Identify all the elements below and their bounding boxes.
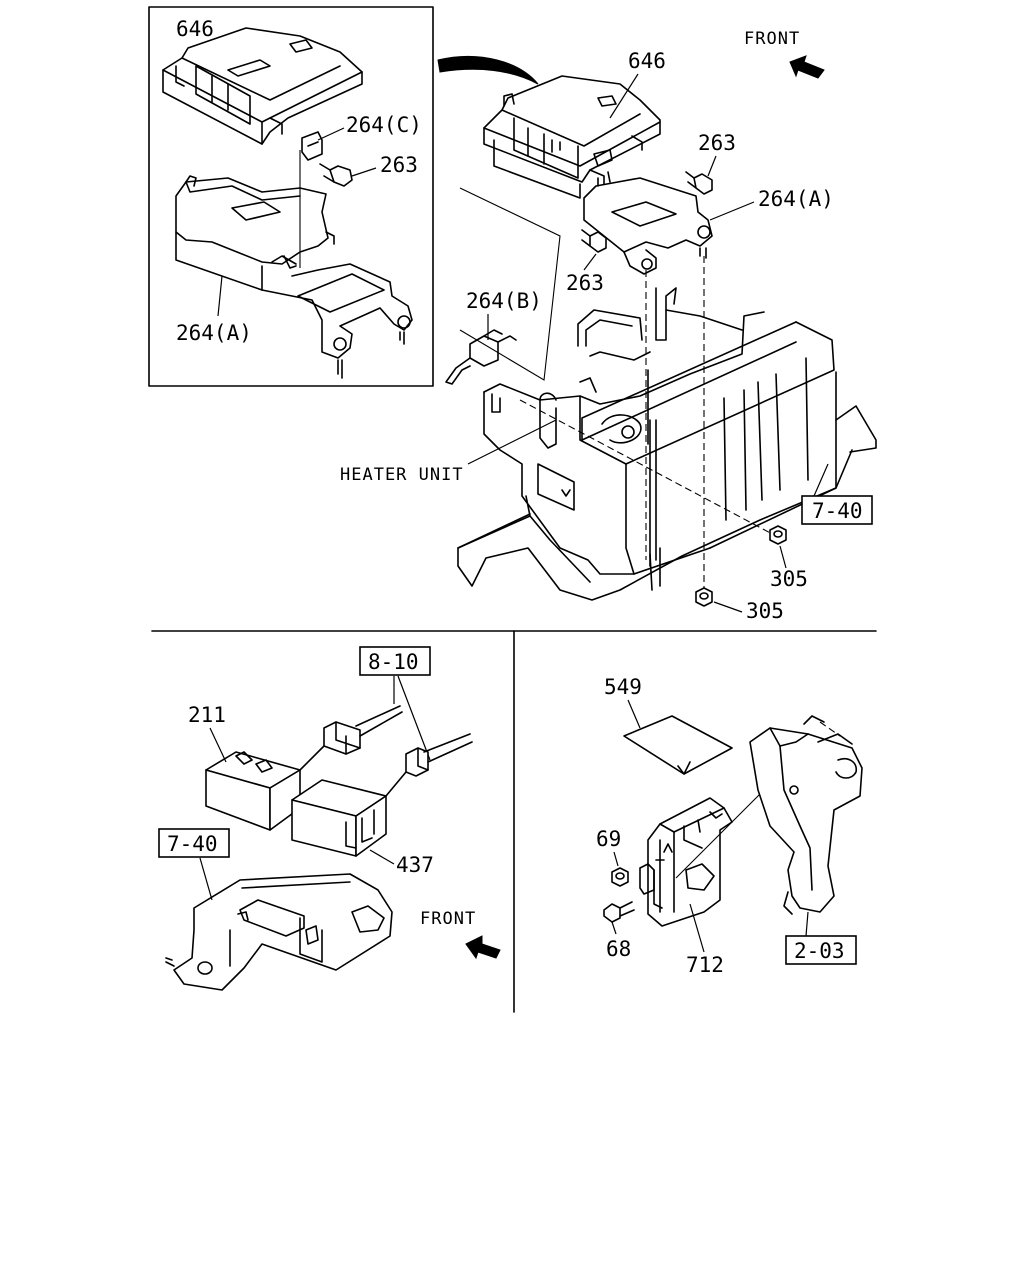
bottom-right-panel: 549 69 68 712 2-03 <box>596 675 863 977</box>
main-nut-305-b <box>695 587 713 607</box>
heater-frame-structure <box>457 287 877 601</box>
main-bolt-263-left <box>581 229 607 253</box>
inset-pointer-arrow <box>437 55 539 85</box>
label-p211: 211 <box>188 703 226 727</box>
label-inset-264c: 264(C) <box>346 113 422 137</box>
label-main-264b: 264(B) <box>466 289 542 313</box>
label-main-263-right: 263 <box>698 131 736 155</box>
label-main-305-a: 305 <box>770 567 808 591</box>
label-inset-264a: 264(A) <box>176 321 252 345</box>
label-p437: 437 <box>396 853 434 877</box>
ref-box-7-40-top <box>801 495 873 525</box>
label-front-left: FRONT <box>420 909 476 929</box>
inset-bracket-264a <box>175 150 413 379</box>
front-arrow-icon <box>789 55 825 79</box>
label-ref-8-10: 8-10 <box>368 650 419 674</box>
label-ref-7-40-top: 7-40 <box>812 499 863 523</box>
label-sheet-549 <box>623 715 733 775</box>
inset-bolt-263 <box>319 163 353 187</box>
relay-bracket <box>165 873 393 991</box>
ref-box-2-03 <box>785 935 857 965</box>
main-assembly: FRONT <box>340 29 877 623</box>
label-p549: 549 <box>604 675 642 699</box>
label-p712: 712 <box>686 953 724 977</box>
label-main-263-left: 263 <box>566 271 604 295</box>
main-bracket-264b <box>445 329 517 385</box>
main-bolt-263-right <box>685 171 713 195</box>
label-front-top: FRONT <box>744 29 800 49</box>
front-arrow-left-icon <box>465 935 501 960</box>
label-p68: 68 <box>606 937 631 961</box>
label-ref-2-03: 2-03 <box>794 939 845 963</box>
ref-box-7-40-left <box>158 828 230 858</box>
inset-panel: 646 264(C) 263 264(A) <box>148 6 434 387</box>
label-main-646: 646 <box>628 49 666 73</box>
relay-437 <box>291 779 387 857</box>
label-ref-7-40-left: 7-40 <box>167 832 218 856</box>
module-712 <box>639 771 793 927</box>
label-main-305-b: 305 <box>746 599 784 623</box>
relay-connectors <box>299 705 473 797</box>
inset-clip-264c <box>301 131 323 161</box>
main-bracket-264a <box>583 171 713 275</box>
main-nut-305-a <box>769 525 787 545</box>
label-inset-263: 263 <box>380 153 418 177</box>
main-ecu-646 <box>483 75 661 199</box>
inset-ecu-646 <box>162 27 363 145</box>
nut-69 <box>611 867 629 887</box>
ref-box-8-10 <box>359 646 431 676</box>
bolt-68 <box>603 901 635 923</box>
mounting-bracket <box>749 715 863 915</box>
label-p69: 69 <box>596 827 621 851</box>
label-main-264a: 264(A) <box>758 187 834 211</box>
relay-211 <box>205 751 301 831</box>
label-heater-unit: HEATER UNIT <box>340 465 464 485</box>
label-inset-646: 646 <box>176 17 214 41</box>
bottom-left-panel: 8-10 <box>158 646 501 991</box>
